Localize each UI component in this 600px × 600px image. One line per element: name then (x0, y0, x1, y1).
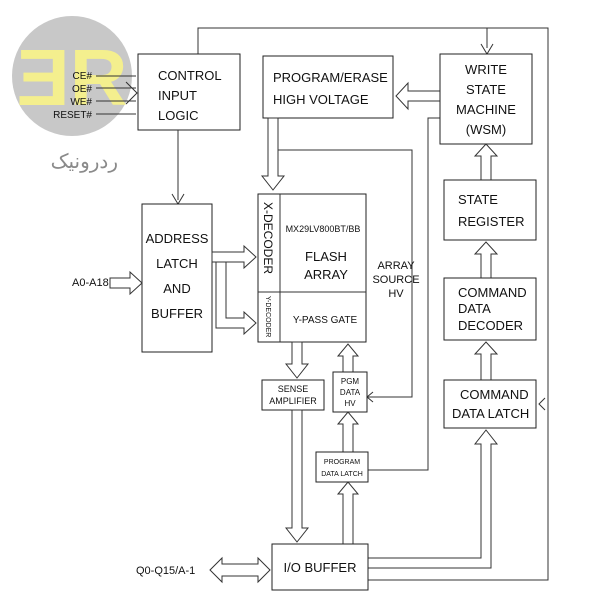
addr-label-1: ADDRESS (146, 231, 209, 246)
top-feedback-line (197, 27, 549, 581)
latch-to-decoder-arrow (473, 341, 499, 381)
wsm-label-1: WRITE (465, 62, 507, 77)
pgm-label-1: PGM (341, 377, 360, 386)
addr-label-3: AND (163, 281, 190, 296)
write-state-machine: WRITE STATE MACHINE (WSM) (439, 53, 533, 145)
decoder-label-2: DATA (458, 301, 491, 316)
control-input-logic: CONTROL INPUT LOGIC (137, 53, 241, 131)
address-input-arrow (109, 270, 143, 296)
latch-label-2: DATA LATCH (452, 406, 529, 421)
pgm-to-core-arrow (336, 343, 360, 373)
y-pass-gate-label: Y-PASS GATE (293, 315, 358, 326)
io-to-datalatch-arrow (336, 481, 360, 545)
x-decoder-label: X-DECODER (261, 202, 275, 274)
wsm-left-bus (368, 117, 440, 471)
reg-label-2: REGISTER (458, 214, 524, 229)
sense-label-2: AMPLIFIER (269, 396, 317, 406)
pe-to-xdecoder-arrow (260, 117, 286, 191)
program-erase-high-voltage: PROGRAM/ERASE HIGH VOLTAGE (262, 55, 394, 119)
data-io-label: Q0-Q15/A-1 (136, 565, 195, 577)
addr-label-2: LATCH (156, 256, 198, 271)
asv-label-1: ARRAY (377, 260, 415, 272)
signal-ce: CE# (73, 71, 93, 82)
pdl-label-1: PROGRAM (324, 459, 360, 466)
command-latch-side-arrowhead (538, 397, 546, 411)
wsm-label-3: MACHINE (456, 102, 516, 117)
sense-amplifier: SENSE AMPLIFIER (261, 379, 325, 411)
command-data-latch: COMMAND DATA LATCH (443, 379, 537, 429)
control-label-2: INPUT (158, 88, 197, 103)
logo-circle (12, 16, 132, 136)
decoder-label-3: DECODER (458, 318, 523, 333)
wsm-label-2: STATE (466, 82, 506, 97)
sense-to-io-arrow (284, 409, 310, 543)
logo-text: ردرونیک (51, 151, 118, 173)
decoder-to-reg-arrow (473, 241, 499, 279)
command-data-decoder: COMMAND DATA DECODER (443, 277, 537, 341)
control-signals: CE# OE# WE# RESET# (53, 71, 138, 121)
signal-reset: RESET# (53, 110, 92, 121)
logo-mark: ƎR (16, 33, 127, 122)
latch-label-1: COMMAND (460, 387, 529, 402)
reg-label-1: STATE (458, 192, 498, 207)
signal-oe: OE# (72, 84, 92, 95)
addr-label-4: BUFFER (151, 306, 203, 321)
pgm-data-hv: PGM DATA HV (332, 371, 368, 413)
core-to-sense-arrow (284, 341, 310, 379)
wsm-to-pe-arrow (395, 81, 441, 111)
flash-label-2: ARRAY (304, 267, 348, 282)
io-buffer: I/O BUFFER (271, 543, 369, 591)
pe-label-2: HIGH VOLTAGE (273, 92, 369, 107)
asv-label-2: SOURCE (372, 274, 419, 286)
chip-name: MX29LV800BT/BB (286, 224, 361, 234)
pdl-label-2: DATA LATCH (321, 471, 363, 478)
addr-to-ydecoder-arrow (215, 261, 257, 336)
flash-label-1: FLASH (305, 249, 347, 264)
decoder-label-1: COMMAND (458, 285, 527, 300)
signal-we: WE# (70, 97, 92, 108)
address-input-label: A0-A18 (72, 277, 109, 289)
data-io-arrow (209, 556, 271, 584)
asv-label-3: HV (388, 288, 404, 300)
y-decoder-label: Y-DECODER (264, 296, 271, 337)
io-to-latch-arrow (367, 429, 499, 569)
pgm-erase-hv-bus (278, 149, 413, 398)
array-source-hv: ARRAY SOURCE HV (372, 260, 419, 300)
wsm-label-4: (WSM) (466, 122, 506, 137)
state-register: STATE REGISTER (443, 179, 537, 241)
sense-label-1: SENSE (278, 384, 309, 394)
flash-core: X-DECODER Y-DECODER MX29LV800BT/BB FLASH… (257, 193, 367, 343)
reg-to-wsm-arrow (473, 143, 499, 181)
address-latch-buffer: ADDRESS LATCH AND BUFFER (141, 203, 213, 353)
datalatch-to-pgm-arrow (336, 411, 360, 453)
pgm-label-3: HV (344, 399, 356, 408)
control-label-3: LOGIC (158, 108, 198, 123)
program-data-latch: PROGRAM DATA LATCH (315, 451, 369, 483)
io-label: I/O BUFFER (284, 560, 357, 575)
pe-label-1: PROGRAM/ERASE (273, 70, 388, 85)
control-label-1: CONTROL (158, 68, 222, 83)
ardronik-logo: ƎR ردرونیک (12, 16, 132, 173)
pgm-label-2: DATA (340, 388, 361, 397)
